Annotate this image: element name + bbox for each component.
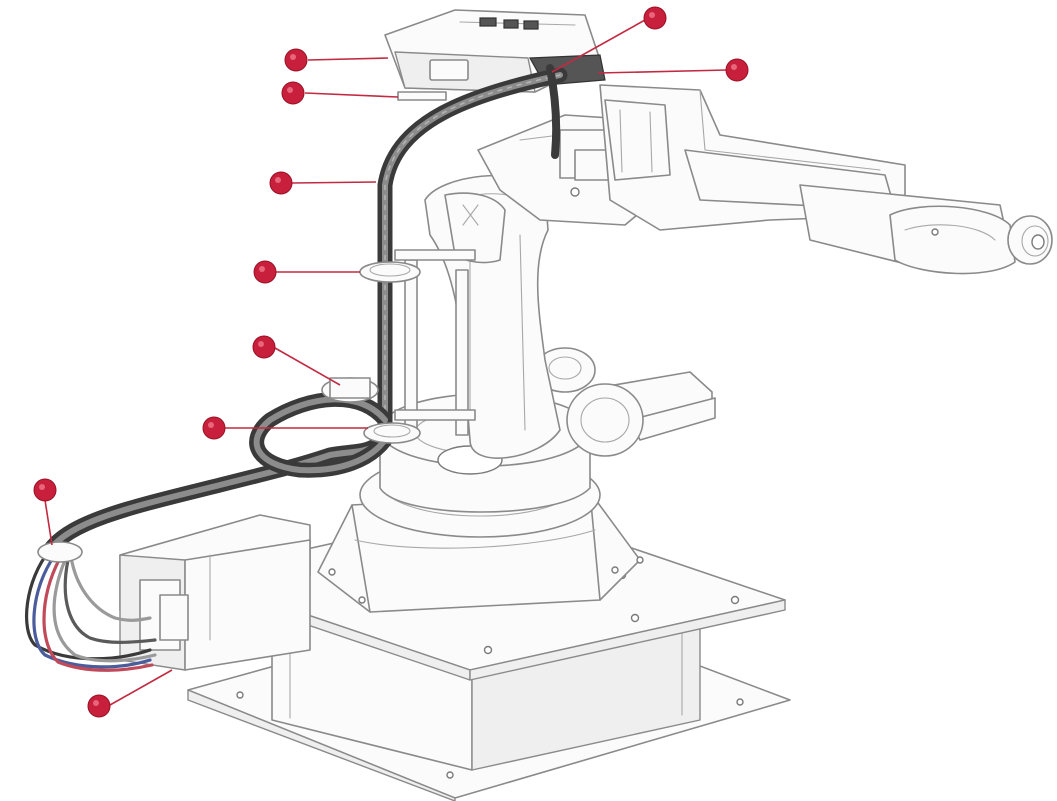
connector-block <box>119 514 311 671</box>
callout-connector-block <box>87 694 111 718</box>
callout-cable-clamp-upper <box>253 260 277 284</box>
callout-top-left-2 <box>281 81 305 105</box>
callout-top-left-1 <box>284 48 308 72</box>
lower-arm <box>424 174 561 459</box>
callout-cable-entry <box>33 478 57 502</box>
wrist <box>1007 215 1053 265</box>
cable-clamps <box>37 261 421 563</box>
guide-rods <box>394 249 476 436</box>
leader-lines <box>44 19 728 706</box>
callout-markers <box>33 6 749 718</box>
callout-upper-cable <box>269 171 293 195</box>
axis2-motor <box>534 347 716 457</box>
callout-top-right-2 <box>725 58 749 82</box>
callout-cable-loop <box>252 335 276 359</box>
callout-cable-clamp-lower <box>202 416 226 440</box>
wire-bundle <box>24 548 157 672</box>
upper-arm <box>599 84 1016 275</box>
callout-top-right-1 <box>643 6 667 30</box>
